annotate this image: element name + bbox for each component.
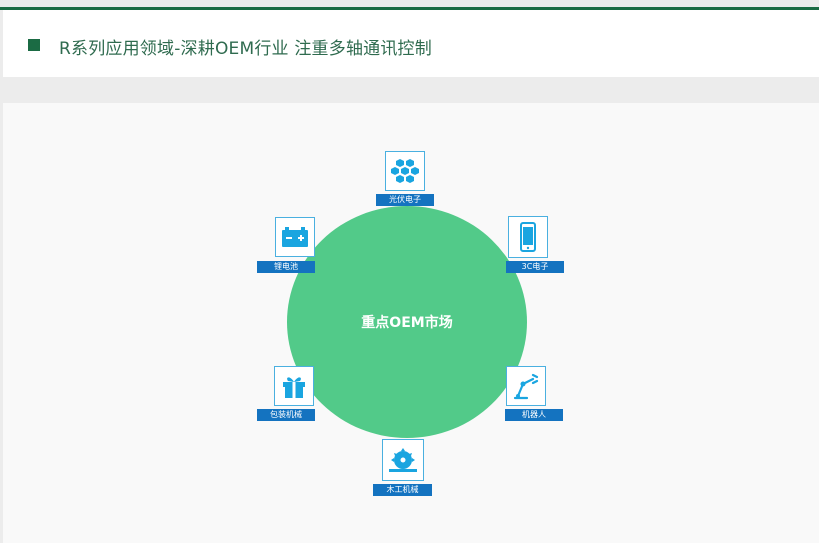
center-circle: 重点OEM市场 bbox=[287, 206, 527, 438]
solar-cells-icon bbox=[385, 151, 425, 191]
page-title: R系列应用领域-深耕OEM行业 注重多轴通讯控制 bbox=[59, 39, 432, 59]
node-label: 锂电池 bbox=[257, 261, 315, 273]
smartphone-icon bbox=[508, 216, 548, 258]
node-label: 木工机械 bbox=[373, 484, 432, 496]
section-header: R系列应用领域-深耕OEM行业 注重多轴通讯控制 bbox=[3, 10, 819, 77]
node-label: 机器人 bbox=[505, 409, 563, 421]
center-label: 重点OEM市场 bbox=[361, 315, 453, 331]
node-label: 包装机械 bbox=[257, 409, 315, 421]
node-label: 光伏电子 bbox=[376, 194, 434, 206]
node-label: 3C电子 bbox=[506, 261, 564, 273]
title-bullet bbox=[28, 39, 40, 51]
saw-blade-icon bbox=[382, 439, 424, 481]
top-accent-rule bbox=[0, 7, 819, 10]
gift-box-icon bbox=[274, 366, 314, 406]
battery-icon bbox=[275, 217, 315, 257]
robot-arm-icon bbox=[506, 366, 546, 406]
